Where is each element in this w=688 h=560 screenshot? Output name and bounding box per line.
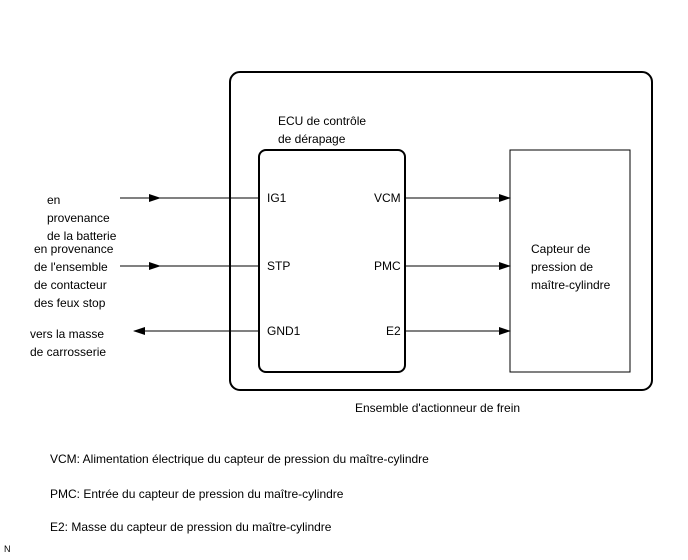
corner-mark: N [4, 544, 11, 554]
ecu-box [258, 149, 406, 373]
pin-pmc: PMC [374, 259, 401, 273]
actuator-assembly-box [229, 71, 653, 391]
sensor-box [509, 149, 631, 373]
pin-gnd1: GND1 [267, 324, 301, 338]
pin-ig1: IG1 [267, 191, 287, 205]
legend-pmc: PMC: Entrée du capteur de pression du ma… [50, 487, 344, 501]
pin-stp: STP [267, 259, 291, 273]
input-battery-label: en provenance de la batterie [47, 193, 117, 243]
pin-e2: E2 [386, 324, 401, 338]
legend-e2: E2: Masse du capteur de pression du maît… [50, 520, 332, 534]
legend-vcm: VCM: Alimentation électrique du capteur … [50, 452, 429, 466]
ecu-title: ECU de contrôle de dérapage [278, 114, 367, 146]
input-stop-switch-label: en provenance de l'ensemble de contacteu… [34, 242, 114, 310]
assembly-label: Ensemble d'actionneur de frein [355, 401, 521, 415]
sensor-label: Capteur de pression de maître-cylindre [531, 242, 611, 292]
output-ground-label: vers la masse de carrosserie [30, 327, 107, 359]
pin-vcm: VCM [374, 191, 401, 205]
